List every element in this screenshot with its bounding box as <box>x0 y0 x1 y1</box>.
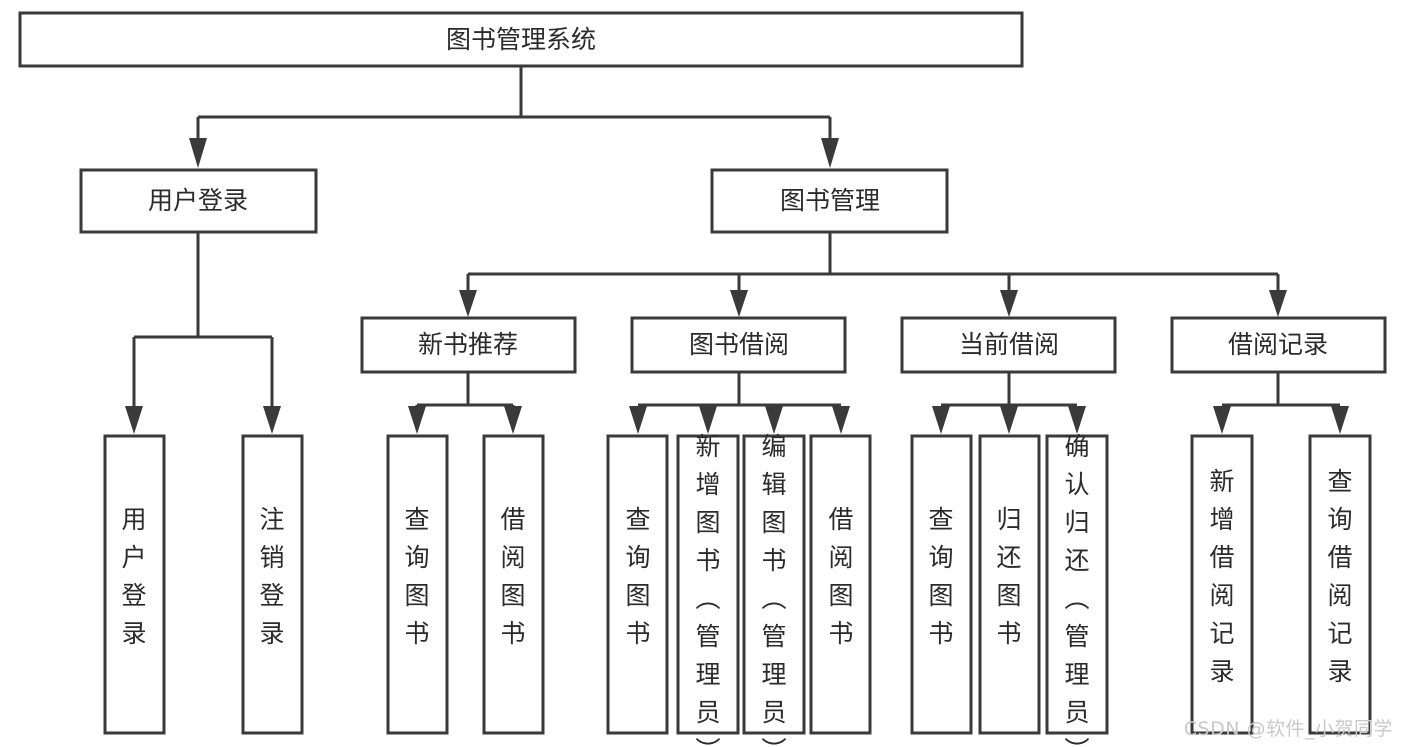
leaf-label-confirm-return-admin: 确认归还︵管理员︶ <box>1064 432 1089 747</box>
leaf-node[interactable]: 编辑图书︵管理员︶ <box>742 432 806 747</box>
node-new-book-recommend-box[interactable] <box>360 316 577 374</box>
leaf-node[interactable]: 查询图书 <box>606 434 669 735</box>
arrow-leaf-6 <box>699 406 717 434</box>
leaf-node[interactable]: 查询图书 <box>910 434 973 735</box>
node-borrow-record-label: 借阅记录 <box>1228 330 1328 359</box>
node-user-login[interactable]: 用户登录 <box>79 168 318 234</box>
leaf-label-logout: 注销登录 <box>259 505 284 648</box>
leaf-label-query-borrow-record: 查询借阅记录 <box>1327 467 1352 686</box>
arrow-leaf-4 <box>504 406 522 434</box>
node-user-login-label: 用户登录 <box>148 186 248 215</box>
node-current-borrow[interactable]: 当前借阅 <box>900 316 1117 374</box>
leaf-label-return-book: 归还图书 <box>996 505 1021 648</box>
leaf-node[interactable]: 确认归还︵管理员︶ <box>1045 432 1109 747</box>
leaf-box-query-book-1[interactable] <box>386 434 449 735</box>
arrow-leaf-12 <box>1213 406 1231 434</box>
node-book-borrow-box[interactable] <box>630 316 847 374</box>
node-borrow-record[interactable]: 借阅记录 <box>1170 316 1387 374</box>
node-user-login-box[interactable] <box>79 168 318 234</box>
leaf-node[interactable]: 查询借阅记录 <box>1308 434 1372 735</box>
arrow-leaf-13 <box>1331 406 1349 434</box>
leaf-box-edit-book-admin[interactable] <box>742 434 806 735</box>
arrow-tier3-2 <box>730 290 748 317</box>
arrow-leaf-8 <box>832 406 850 434</box>
leaf-box-query-book-3[interactable] <box>910 434 973 735</box>
arrow-leaf-9 <box>932 406 950 434</box>
arrow-tier2-2 <box>821 138 839 168</box>
leaf-node[interactable]: 注销登录 <box>241 434 304 735</box>
node-current-borrow-box[interactable] <box>900 316 1117 374</box>
arrow-tier3-4 <box>1269 290 1287 317</box>
leaf-node[interactable]: 用户登录 <box>103 434 166 735</box>
leaf-box-add-book-admin[interactable] <box>676 434 740 735</box>
leaf-label-add-book-admin: 新增图书︵管理员︶ <box>695 432 720 747</box>
arrow-tier3-1 <box>459 290 477 317</box>
leaf-box-borrow-book-2[interactable] <box>809 434 872 735</box>
leaf-box-query-book-2[interactable] <box>606 434 669 735</box>
node-current-borrow-label: 当前借阅 <box>959 330 1059 359</box>
leaf-label-add-borrow-record: 新增借阅记录 <box>1209 467 1234 686</box>
arrow-leaf-1 <box>125 406 143 434</box>
node-book-borrow[interactable]: 图书借阅 <box>630 316 847 374</box>
node-book-management-label: 图书管理 <box>780 186 880 215</box>
leaf-box-confirm-return-admin[interactable] <box>1045 434 1109 735</box>
leaf-node[interactable]: 借阅图书 <box>809 434 872 735</box>
arrow-leaf-2 <box>263 406 281 434</box>
arrow-leaf-11 <box>1068 406 1086 434</box>
leaf-label-user-login: 用户登录 <box>121 505 146 648</box>
node-book-management[interactable]: 图书管理 <box>710 168 949 234</box>
leaf-label-borrow-book-1: 借阅图书 <box>500 505 525 648</box>
leaf-box-user-login[interactable] <box>103 434 166 735</box>
leaf-node[interactable]: 新增借阅记录 <box>1190 434 1254 735</box>
leaf-box-add-borrow-record[interactable] <box>1190 434 1254 735</box>
leaf-label-query-book-3: 查询图书 <box>928 505 953 648</box>
leaf-box-return-book[interactable] <box>978 434 1041 735</box>
leaf-node[interactable]: 新增图书︵管理员︶ <box>676 432 740 747</box>
leaf-label-borrow-book-2: 借阅图书 <box>828 505 853 648</box>
arrow-tier3-3 <box>1000 290 1018 317</box>
leaf-box-logout[interactable] <box>241 434 304 735</box>
leaf-label-query-book-2: 查询图书 <box>625 505 650 648</box>
node-book-management-box[interactable] <box>710 168 949 234</box>
node-root-box[interactable] <box>18 11 1024 68</box>
arrow-leaf-10 <box>1000 406 1018 434</box>
node-book-borrow-label: 图书借阅 <box>689 330 789 359</box>
arrow-tier2-1 <box>189 138 207 168</box>
node-new-book-recommend-label: 新书推荐 <box>418 330 518 359</box>
connector-layer <box>125 66 1349 434</box>
node-new-book-recommend[interactable]: 新书推荐 <box>360 316 577 374</box>
leaf-box-borrow-book-1[interactable] <box>482 434 545 735</box>
leaf-node[interactable]: 查询图书 <box>386 434 449 735</box>
arrow-leaf-3 <box>408 406 426 434</box>
leaf-node[interactable]: 归还图书 <box>978 434 1041 735</box>
leaf-node[interactable]: 借阅图书 <box>482 434 545 735</box>
arrow-leaf-5 <box>629 406 647 434</box>
leaf-label-query-book-1: 查询图书 <box>404 505 429 648</box>
node-root[interactable]: 图书管理系统 <box>18 11 1024 68</box>
leaf-label-edit-book-admin: 编辑图书︵管理员︶ <box>761 432 786 747</box>
arrow-leaf-7 <box>765 406 783 434</box>
node-root-label: 图书管理系统 <box>446 25 596 54</box>
node-borrow-record-box[interactable] <box>1170 316 1387 374</box>
leaf-box-query-borrow-record[interactable] <box>1308 434 1372 735</box>
